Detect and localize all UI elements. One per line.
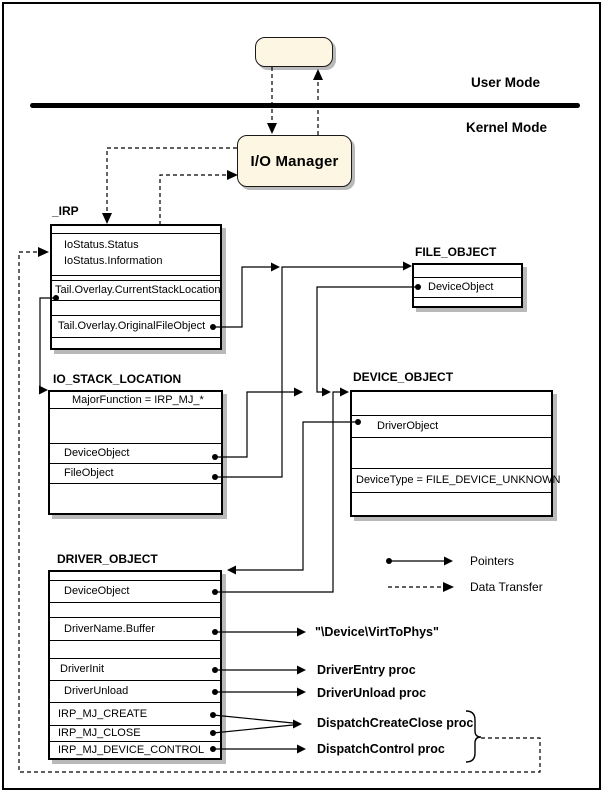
irp-separator [52, 233, 220, 234]
io-stack-field-device-object: DeviceObject [64, 447, 130, 459]
legend-pointers-label: Pointers [470, 554, 515, 568]
io-stack-location-box: MajorFunction = IRP_MJ_* DeviceObject Fi… [48, 390, 223, 515]
irp-title: _IRP [52, 204, 79, 218]
device-object-field-driver-object: DriverObject [377, 420, 439, 432]
driver-object-field-irp-mj-create: IRP_MJ_CREATE [58, 707, 148, 720]
irp-field-iostatus-status: IoStatus.Status [64, 239, 139, 251]
driver-unload-proc-label: DriverUnload proc [317, 686, 427, 700]
user-mode-label: User Mode [471, 75, 541, 90]
device-object-title: DEVICE_OBJECT [353, 370, 454, 384]
driver-object-separator [50, 640, 220, 641]
driver-object-field-driver-unload: DriverUnload [64, 685, 129, 697]
dispatch-control-proc-label: DispatchControl proc [317, 742, 445, 756]
driver-object-separator [50, 602, 220, 603]
io-stack-separator [50, 483, 221, 484]
file-object-box: DeviceObject [412, 263, 523, 308]
driver-object-field-driver-init: DriverInit [60, 663, 105, 675]
io-stack-field-file-object: FileObject [64, 467, 114, 479]
mode-separator-line [30, 103, 580, 108]
legend-data-transfer-label: Data Transfer [470, 580, 543, 594]
device-object-separator [352, 492, 551, 493]
dispatch-create-close-proc-label: DispatchCreateClose proc [317, 716, 474, 730]
driver-object-field-irp-mj-device-control: IRP_MJ_DEVICE_CONTROL [58, 743, 205, 756]
device-name-label: "\Device\VirtToPhys" [315, 625, 439, 639]
driver-object-box: DeviceObject DriverName.Buffer DriverIni… [48, 570, 222, 760]
user-application-box [255, 37, 333, 67]
io-manager-box: I/O Manager [237, 135, 352, 187]
device-object-box: DriverObject DeviceType = FILE_DEVICE_UN… [350, 390, 561, 517]
page-border [2, 2, 601, 790]
file-object-title: FILE_OBJECT [415, 245, 497, 259]
io-manager-label: I/O Manager [250, 152, 339, 170]
irp-separator [52, 275, 220, 276]
io-stack-separator [50, 408, 221, 409]
irp-separator [52, 337, 220, 338]
driver-object-title: DRIVER_OBJECT [57, 552, 158, 566]
device-object-separator [352, 437, 551, 438]
driver-entry-proc-label: DriverEntry proc [317, 663, 416, 677]
device-object-field-device-type: DeviceType = FILE_DEVICE_UNKNOWN [356, 474, 561, 486]
io-stack-location-title: IO_STACK_LOCATION [53, 372, 182, 386]
file-object-separator [414, 297, 521, 298]
irp-field-current-stack-location: Tail.Overlay.CurrentStackLocation [55, 284, 221, 296]
io-stack-field-major-function: MajorFunction = IRP_MJ_* [72, 394, 204, 406]
irp-field-original-file-object: Tail.Overlay.OriginalFileObject [58, 320, 206, 332]
irp-field-iostatus-information: IoStatus.Information [64, 255, 163, 267]
file-object-field-device-object: DeviceObject [428, 281, 494, 293]
irp-box: IoStatus.Status IoStatus.Information Tai… [50, 224, 222, 350]
driver-object-field-irp-mj-close: IRP_MJ_CLOSE [58, 727, 141, 739]
driver-object-field-driver-name-buffer: DriverName.Buffer [64, 622, 155, 635]
kernel-mode-label: Kernel Mode [466, 120, 548, 135]
driver-object-field-device-object: DeviceObject [64, 585, 130, 597]
irp-separator [52, 300, 220, 301]
